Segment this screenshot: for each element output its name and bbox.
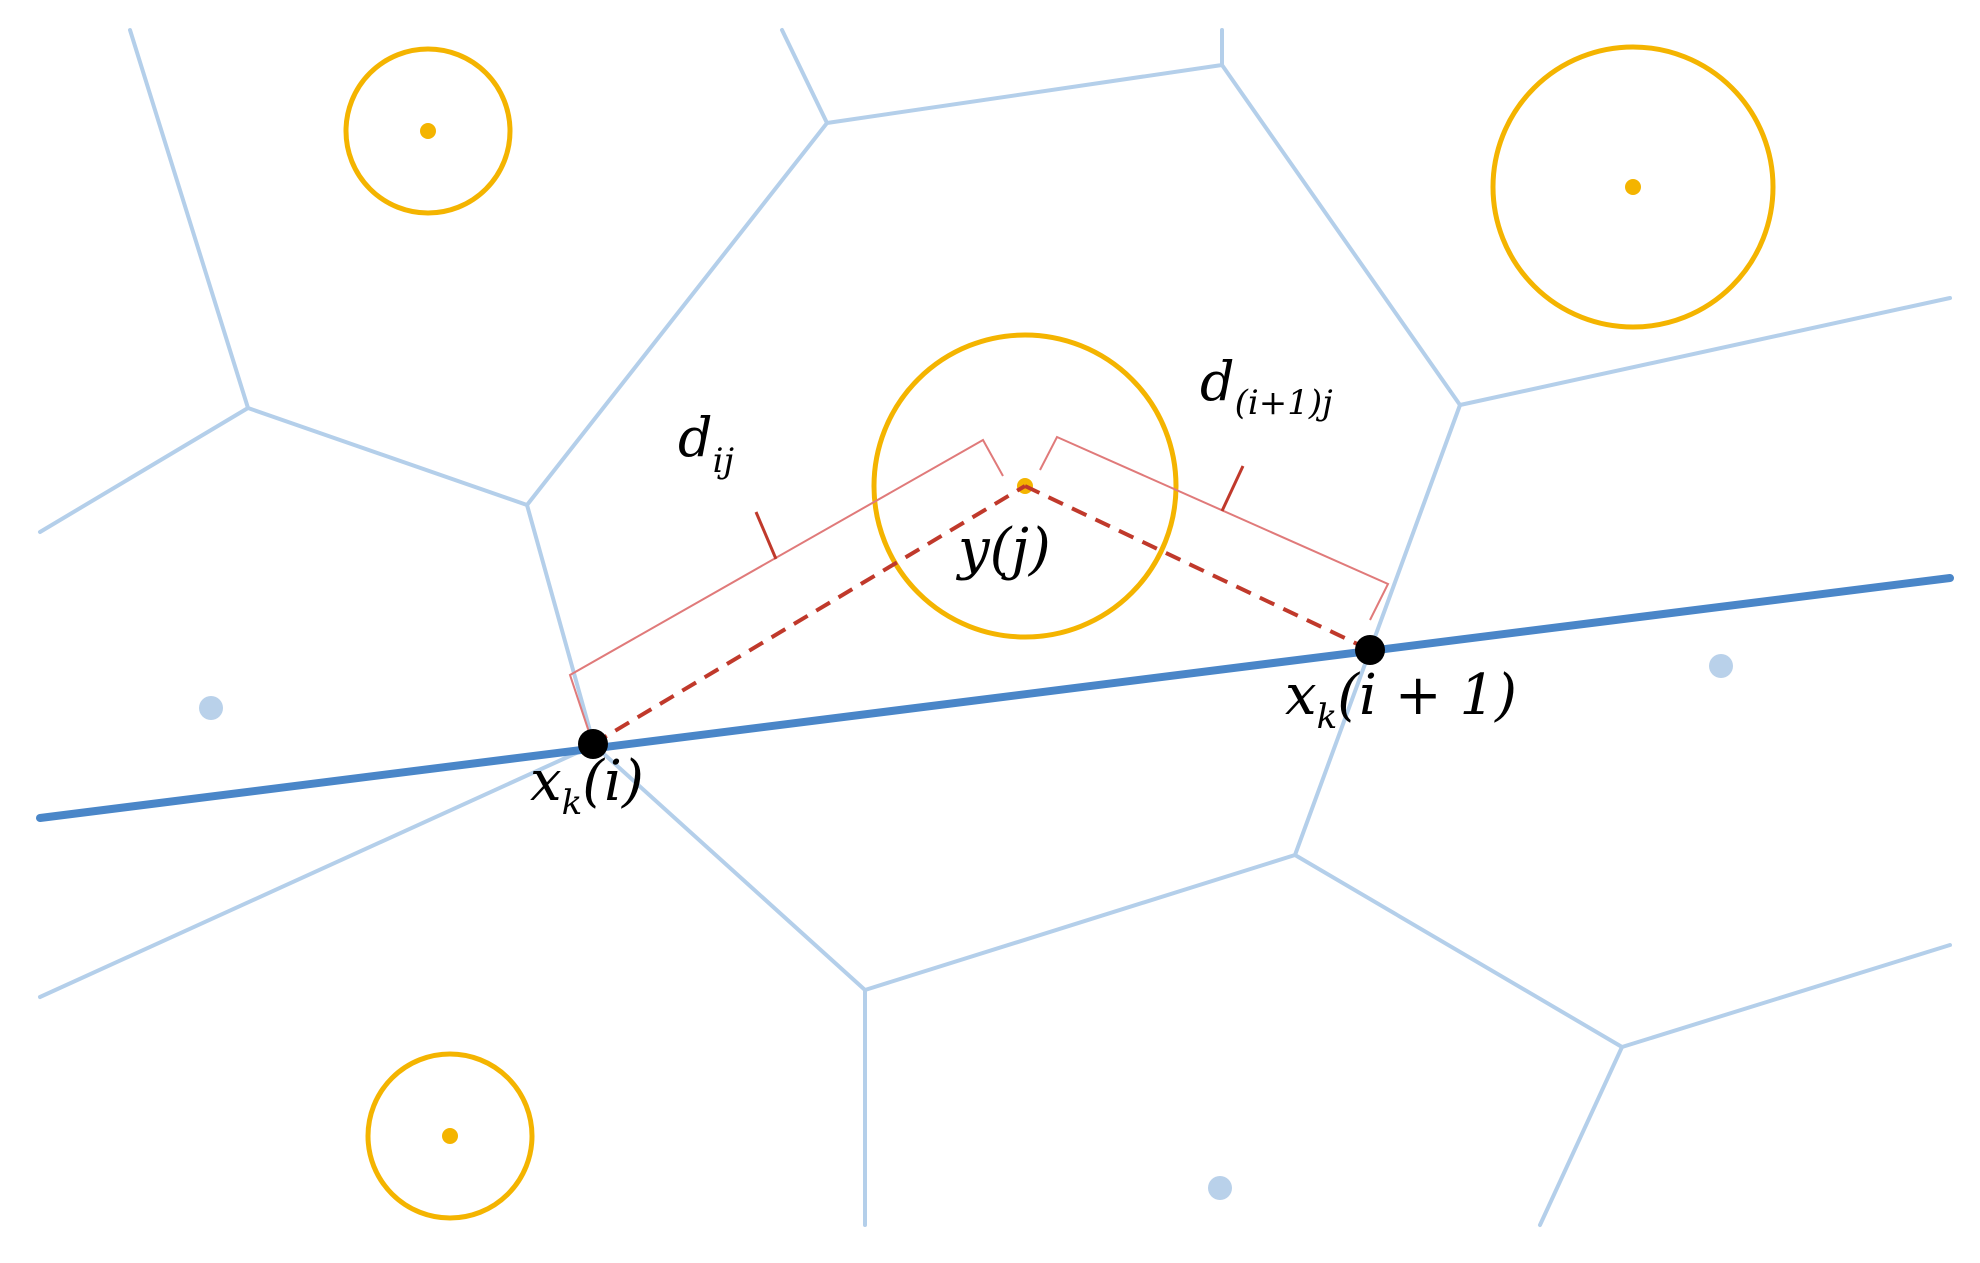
coverage-circle (365, 1051, 535, 1221)
track-point-xk-i (578, 729, 608, 759)
label-xk-i1-sub: k (1317, 697, 1338, 737)
cell-edge (1538, 1045, 1624, 1227)
plain-site-dot (1709, 654, 1733, 678)
coverage-circle (871, 332, 1179, 640)
coverage-circle (343, 46, 513, 216)
track-points (578, 635, 1385, 759)
plain-site-dot (1208, 1176, 1232, 1200)
labels: dij d(i+1)j y(j) xk(i) xk(i + 1) (530, 350, 1517, 823)
distance-lines (591, 484, 1371, 746)
bracket-d-ij (568, 438, 1004, 745)
cell-edge (38, 743, 596, 999)
distance-line-d-i1-j (1024, 484, 1371, 652)
plain-site-dot (199, 696, 223, 720)
label-d-ij-base: d (678, 406, 713, 469)
coverage-zones (343, 44, 1776, 1221)
track-point-xk-i1 (1355, 635, 1385, 665)
label-xk-i-base: x (530, 749, 562, 814)
dimension-brackets (568, 435, 1390, 745)
label-xk-i-sub: k (562, 783, 583, 823)
bracket-d-i1-j (1039, 435, 1390, 621)
site-dot (442, 1128, 458, 1144)
distance-line-d-ij (591, 484, 1027, 746)
label-xk-i1: xk(i + 1) (1285, 663, 1517, 737)
label-d-i1-j: d(i+1)j (1200, 350, 1333, 423)
route-line (36, 574, 1954, 822)
label-xk-i1-base: x (1285, 663, 1317, 728)
label-d-i1-j-sub: (i+1)j (1235, 383, 1334, 423)
label-d-ij: dij (678, 406, 734, 481)
cell-edge (38, 406, 529, 534)
cell-edge (525, 28, 1224, 507)
cell-edge (128, 28, 250, 410)
label-d-ij-sub: ij (713, 441, 735, 481)
label-d-i1-j-base: d (1200, 350, 1235, 413)
voronoi-cell-edges (38, 28, 1952, 1227)
bracket-tick-d-ij (754, 511, 778, 560)
label-xk-i1-arg: (i + 1) (1337, 663, 1517, 728)
cell-edge (1293, 403, 1952, 1049)
cell-edge (780, 28, 829, 125)
plain-sites (199, 654, 1733, 1200)
site-dot (420, 123, 436, 139)
bracket-tick-d-i1-j (1220, 465, 1245, 512)
site-dot (1625, 179, 1641, 195)
cell-edge (863, 853, 1297, 1227)
coverage-circle (1490, 44, 1776, 330)
cell-edge (1220, 63, 1462, 407)
label-xk-i-arg: (i) (582, 749, 644, 814)
label-y-j: y(j) (955, 517, 1051, 582)
cell-edge (1458, 296, 1952, 407)
label-xk-i: xk(i) (530, 749, 644, 823)
